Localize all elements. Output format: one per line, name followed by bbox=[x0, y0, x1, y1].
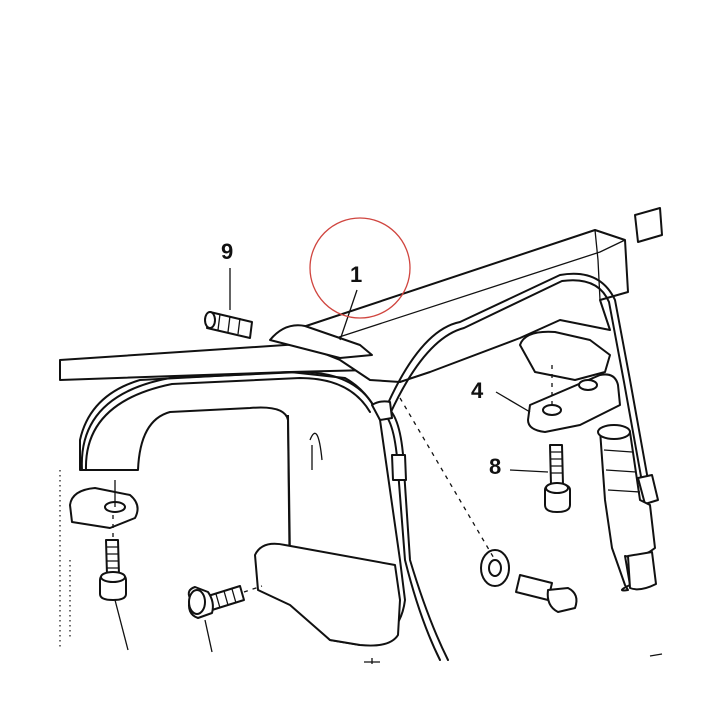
part-4-plate bbox=[527, 365, 621, 433]
left-mount-bracket bbox=[59, 470, 139, 650]
callout-8: 8 bbox=[489, 454, 501, 479]
part-1-crossmember bbox=[59, 229, 629, 647]
part-8-screw bbox=[544, 444, 571, 513]
part-9-pin bbox=[204, 311, 253, 339]
washer-and-bolt bbox=[399, 397, 578, 613]
callout-4: 4 bbox=[471, 378, 484, 403]
sensor-connector bbox=[597, 207, 663, 592]
callout-1: 1 bbox=[350, 262, 362, 287]
cable-harness bbox=[80, 272, 659, 661]
left-screw bbox=[99, 515, 127, 601]
highlight-circle bbox=[309, 217, 411, 319]
leader-lines bbox=[114, 268, 663, 664]
lower-bolt bbox=[187, 585, 263, 619]
callout-9: 9 bbox=[221, 239, 233, 264]
